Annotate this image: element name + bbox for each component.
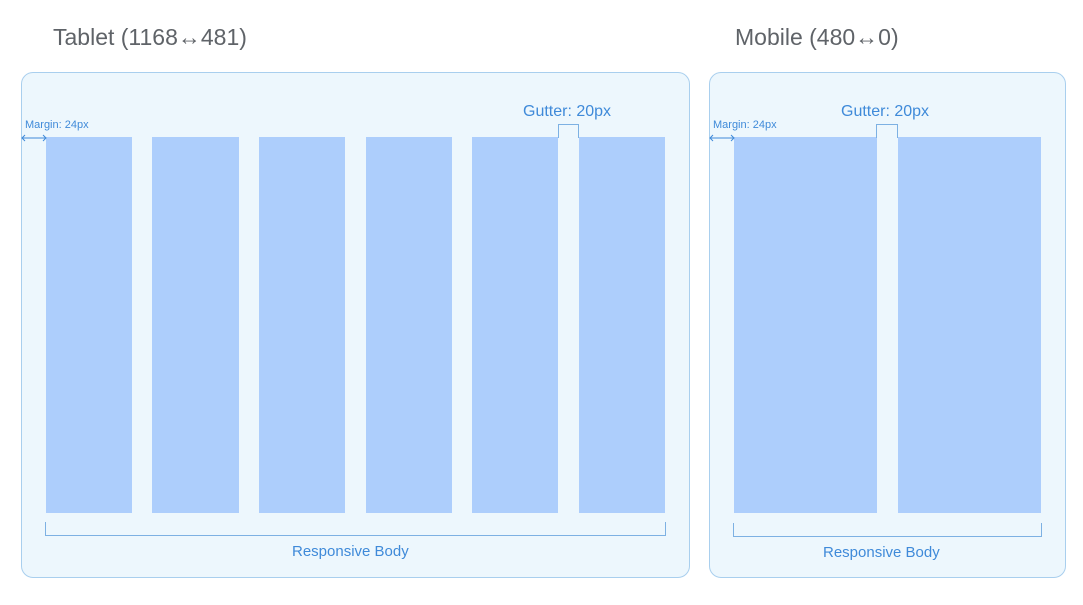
mobile-column [898, 137, 1041, 513]
tablet-gutter-label: Gutter: 20px [523, 103, 612, 120]
tablet-title: Tablet (1168↔481) [53, 24, 247, 50]
tablet-body-bracket [45, 522, 666, 536]
tablet-margin-arrow-icon [21, 134, 47, 142]
tablet-body-label: Responsive Body [292, 543, 409, 560]
mobile-body-label: Responsive Body [823, 544, 940, 561]
tablet-column [472, 137, 558, 513]
mobile-title: Mobile (480↔0) [735, 24, 899, 50]
tablet-column [152, 137, 239, 513]
tablet-column [579, 137, 665, 513]
mobile-column [734, 137, 877, 513]
tablet-column [46, 137, 132, 513]
mobile-margin-arrow-icon [709, 134, 735, 142]
tablet-column [366, 137, 452, 513]
tablet-column [259, 137, 345, 513]
tablet-gutter-bracket [558, 124, 579, 138]
tablet-frame [21, 72, 690, 578]
mobile-body-bracket [733, 523, 1042, 537]
mobile-gutter-label: Gutter: 20px [841, 103, 930, 120]
tablet-margin-label: Margin: 24px [25, 119, 89, 131]
mobile-gutter-bracket [876, 124, 898, 138]
mobile-margin-label: Margin: 24px [713, 119, 777, 131]
